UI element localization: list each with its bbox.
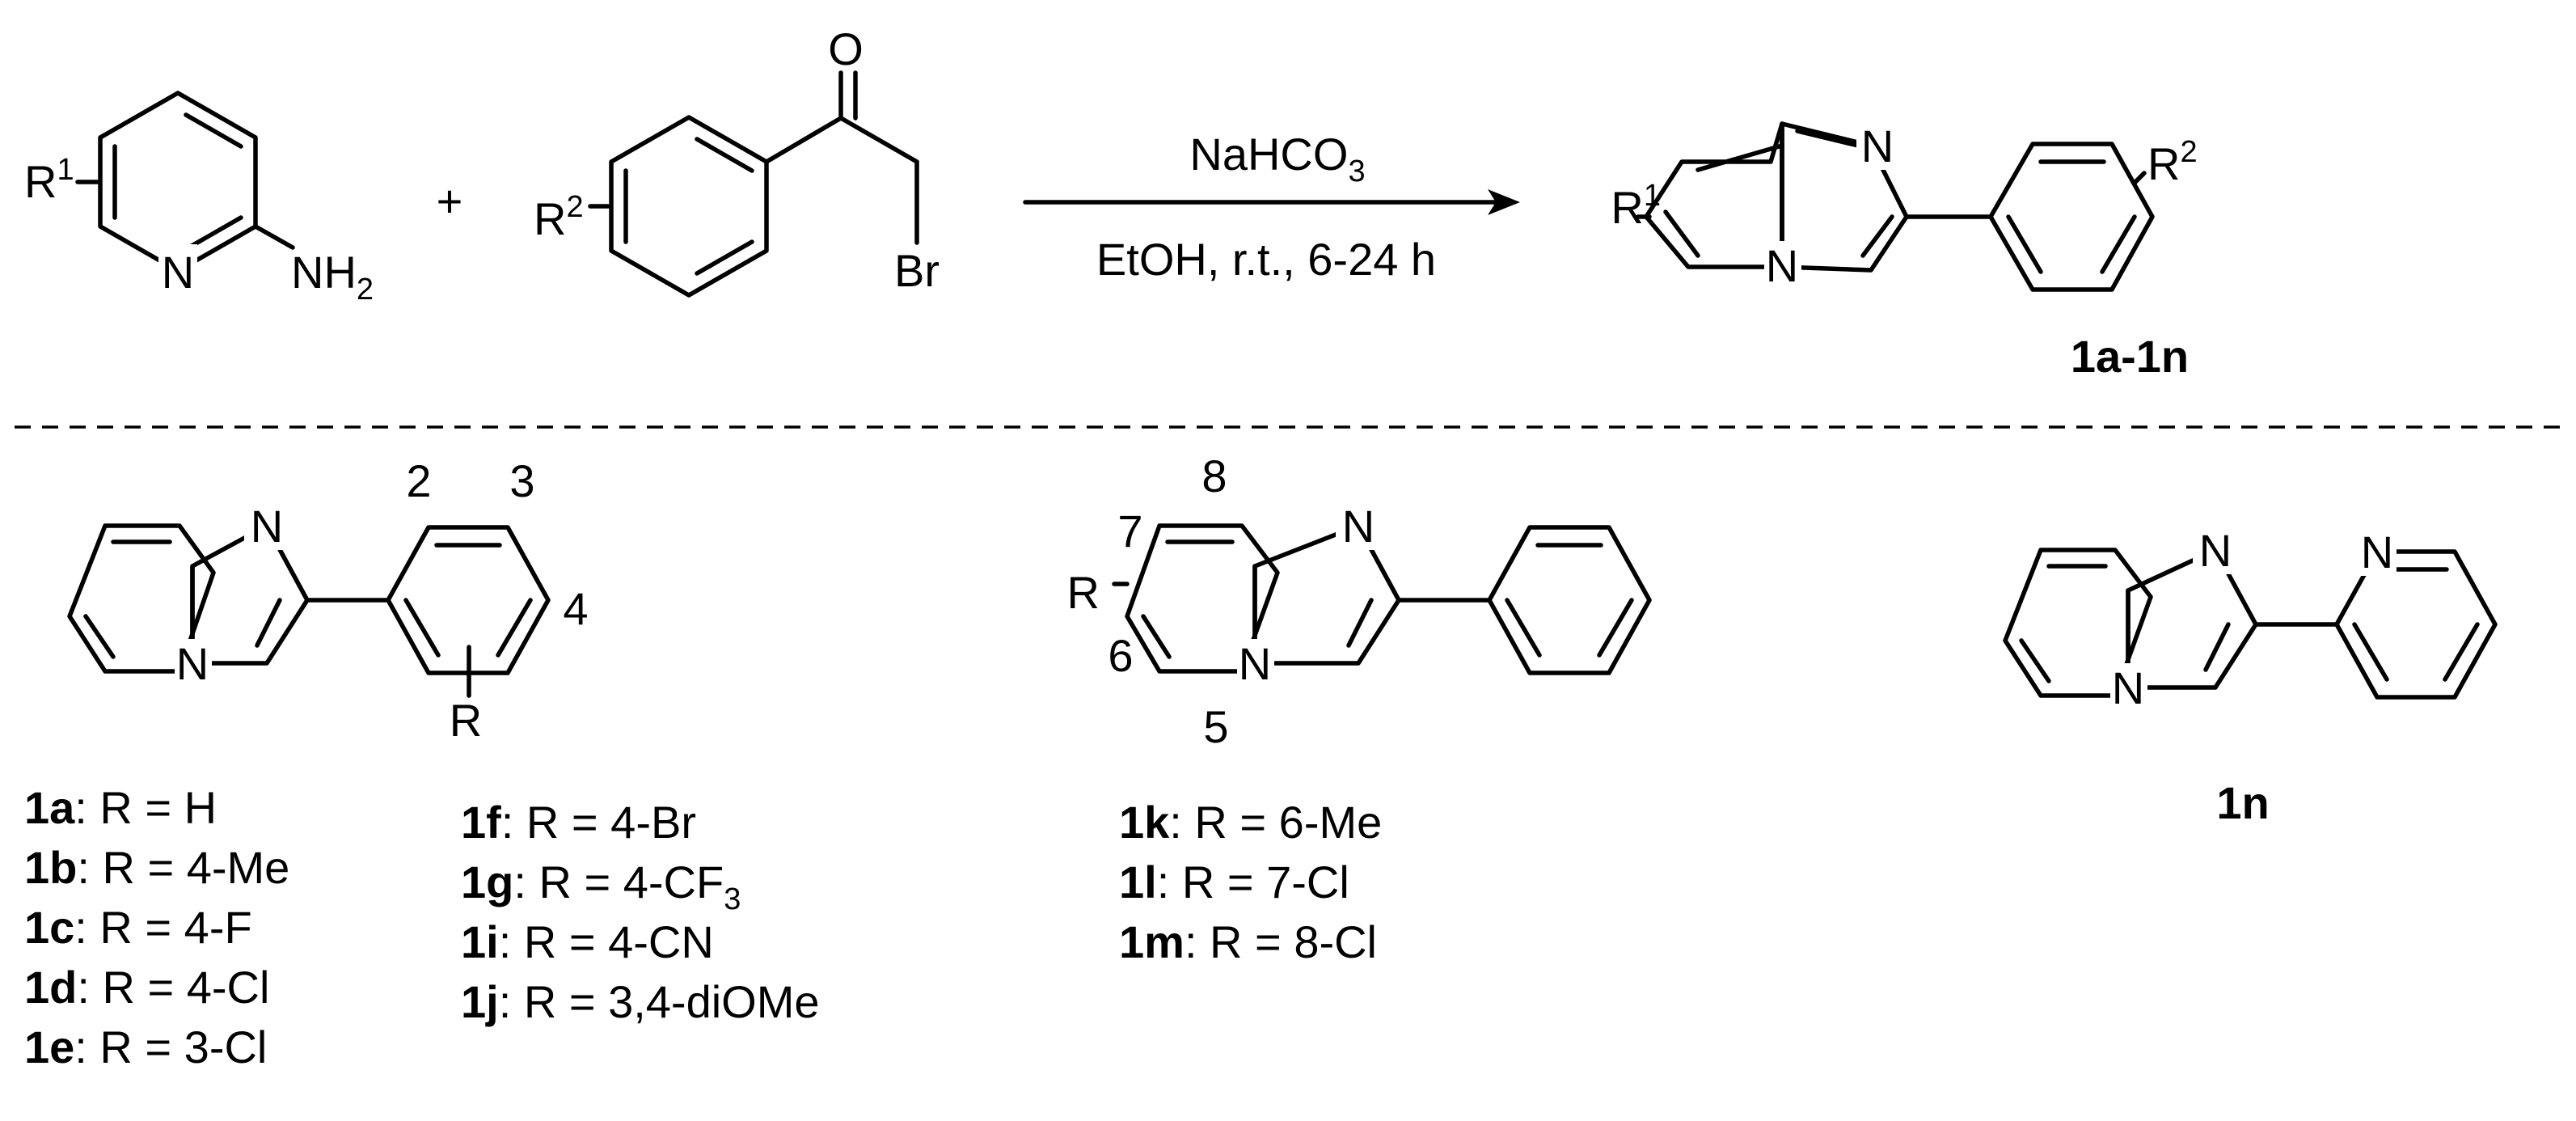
bridgehead-nitrogen-label: N xyxy=(2112,662,2144,713)
product-r1-label: R1 xyxy=(1611,179,1661,233)
imidazole-nitrogen-label: N xyxy=(1861,121,1894,171)
series-b-list: 1k: R = 6-Me 1l: R = 7-Cl 1m: R = 8-Cl xyxy=(1119,797,1382,967)
reagent-label: NaHCO3 xyxy=(1189,129,1365,188)
series-a-list-left: 1a: R = H 1b: R = 4-Me 1c: R = 4-F 1d: R… xyxy=(24,782,289,1072)
entry-1j: 1j: R = 3,4-diOMe xyxy=(461,976,820,1027)
entry-1l: 1l: R = 7-Cl xyxy=(1119,857,1349,907)
plus-sign: + xyxy=(437,176,463,226)
reactant-phenacyl-bromide: O Br R2 xyxy=(534,23,940,298)
product-compound-id: 1a-1n xyxy=(2071,331,2189,382)
series-a-structure: N N R 2 3 4 xyxy=(67,455,589,746)
series-c-structure: N N N 1n xyxy=(2003,525,2498,828)
r1-substituent-label: R1 xyxy=(24,153,74,207)
entry-1a: 1a: R = H xyxy=(24,782,217,833)
pyridine-r-label: R xyxy=(1067,567,1100,618)
series-b-structure: N N R 8 7 6 5 xyxy=(1067,451,1652,752)
pyridyl-nitrogen-label: N xyxy=(2361,527,2393,577)
imidazole-nitrogen-label: N xyxy=(1342,501,1375,552)
ring-nitrogen-label: N xyxy=(162,247,194,298)
entry-1i: 1i: R = 4-CN xyxy=(461,916,714,967)
position-7-label: 7 xyxy=(1117,506,1142,556)
compound-id-1n: 1n xyxy=(2216,777,2269,828)
entry-1c: 1c: R = 4-F xyxy=(24,902,252,953)
position-5-label: 5 xyxy=(1203,701,1228,752)
amine-label: NH2 xyxy=(291,247,374,307)
reactant-aminopyridine: N NH2 R1 xyxy=(24,91,374,307)
position-4-label: 4 xyxy=(563,583,588,634)
entry-1k: 1k: R = 6-Me xyxy=(1119,797,1382,848)
position-3-label: 3 xyxy=(509,455,534,506)
bridgehead-nitrogen-label: N xyxy=(176,638,209,689)
carbonyl-oxygen-label: O xyxy=(828,23,864,74)
entry-1f: 1f: R = 4-Br xyxy=(461,797,696,848)
conditions-label: EtOH, r.t., 6-24 h xyxy=(1096,234,1436,285)
aryl-r-label: R xyxy=(450,695,482,746)
bromine-label: Br xyxy=(894,245,940,296)
imidazole-nitrogen-label: N xyxy=(2199,525,2232,576)
position-6-label: 6 xyxy=(1108,630,1133,681)
reaction-arrow: NaHCO3 EtOH, r.t., 6-24 h xyxy=(1023,129,1520,285)
entry-1m: 1m: R = 8-Cl xyxy=(1119,916,1377,967)
series-a-list-right: 1f: R = 4-Br 1g: R = 4-CF3 1i: R = 4-CN … xyxy=(461,797,820,1027)
entry-1g: 1g: R = 4-CF3 xyxy=(461,857,741,916)
entry-1b: 1b: R = 4-Me xyxy=(24,842,289,893)
position-2-label: 2 xyxy=(406,455,431,506)
r2-substituent-label: R2 xyxy=(534,190,584,244)
product-structure: N N R1 R2 1a-1n xyxy=(1611,121,2197,382)
entry-1e: 1e: R = 3-Cl xyxy=(24,1022,267,1072)
position-8-label: 8 xyxy=(1201,451,1227,501)
entry-1d: 1d: R = 4-Cl xyxy=(24,962,269,1013)
imidazole-nitrogen-label: N xyxy=(251,501,283,552)
product-r2-label: R2 xyxy=(2147,135,2198,189)
bridgehead-nitrogen-label: N xyxy=(1766,240,1798,291)
bridgehead-nitrogen-label: N xyxy=(1239,638,1271,689)
